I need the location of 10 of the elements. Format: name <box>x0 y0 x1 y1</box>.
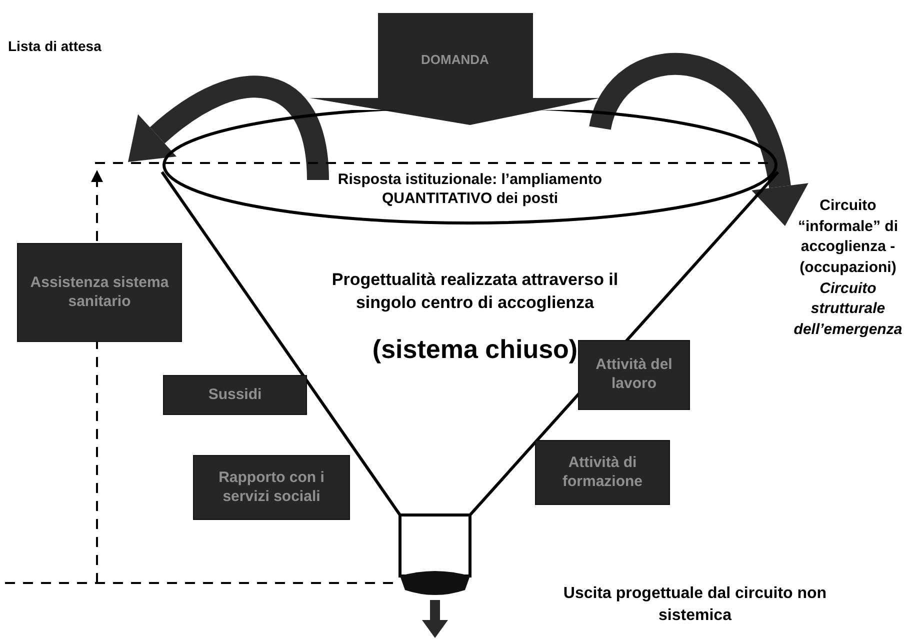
text-label: Circuito strutturale dell’emergenza <box>792 278 904 340</box>
text-label: Lista di attesa <box>8 37 102 56</box>
dark-label-box: Assistenza sistema sanitario <box>17 243 182 342</box>
funnel-text: Risposta istituzionale: l’ampliamento QUANTITATIVO dei posti <box>336 170 604 208</box>
curved-arrow <box>128 76 329 181</box>
curved-arrow <box>422 600 448 638</box>
funnel-text: Progettualità realizzata attraverso il singolo centro di accoglienza <box>330 269 620 314</box>
arrow-label: DOMANDA <box>420 51 490 69</box>
text-label: Uscita progettuale dal circuito non sistemica <box>545 583 845 631</box>
text-label: Circuito “informale” di accoglienza - (occupazioni) <box>796 196 899 278</box>
